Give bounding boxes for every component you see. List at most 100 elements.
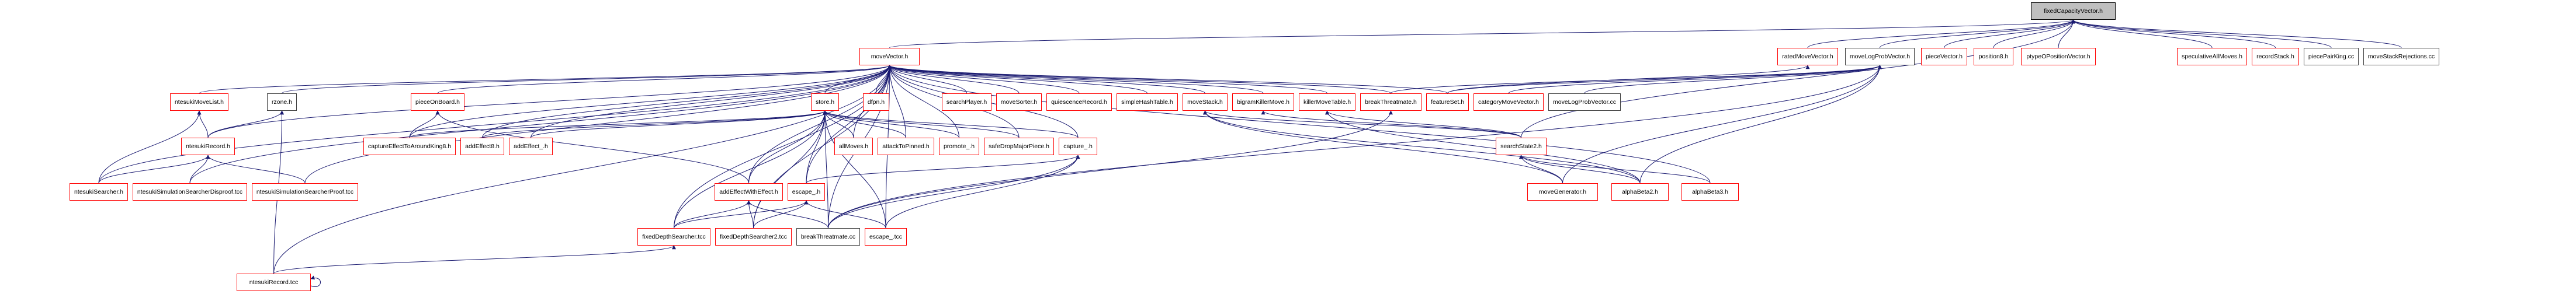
node-safeDropMajorPiece[interactable]: safeDropMajorPiece.h <box>984 138 1054 155</box>
node-recordStack[interactable]: recordStack.h <box>2252 48 2299 65</box>
node-alphaBeta2[interactable]: alphaBeta2.h <box>1611 183 1669 201</box>
edge-alphaBeta2-to-moveStack <box>1203 110 1641 184</box>
edge-searchState2-to-fixedCapacityVector <box>1521 19 2075 138</box>
node-label: simpleHashTable.h <box>1121 99 1173 106</box>
node-ntesukiRecordH[interactable]: ntesukiRecord.h <box>181 138 235 155</box>
node-label: fixedDepthSearcher2.tcc <box>720 233 787 240</box>
node-speculativeAllMoves[interactable]: speculativeAllMoves.h <box>2177 48 2247 65</box>
node-moveGenerator[interactable]: moveGenerator.h <box>1527 183 1598 201</box>
node-label: escape_.h <box>792 188 821 195</box>
node-label: rzone.h <box>271 99 293 106</box>
edge-ntesukiSimDisproof-to-moveVector <box>189 65 892 184</box>
node-rzone[interactable]: rzone.h <box>267 93 297 111</box>
node-escape_Tcc[interactable]: escape_.tcc <box>865 228 907 246</box>
node-fixedDepthSearcher[interactable]: fixedDepthSearcher.tcc <box>637 228 710 246</box>
node-breakThreatmateCc[interactable]: breakThreatmate.cc <box>796 228 860 246</box>
node-killerMoveTable[interactable]: killerMoveTable.h <box>1299 93 1355 111</box>
node-ptypeOPositionVector[interactable]: ptypeOPositionVector.h <box>2021 48 2096 65</box>
node-quiescenceRecord[interactable]: quiescenceRecord.h <box>1046 93 1112 111</box>
node-label: featureSet.h <box>1430 99 1465 106</box>
node-addEffect_[interactable]: addEffect_.h <box>509 138 553 155</box>
edge-moveGenerator-to-moveStack <box>1203 110 1563 184</box>
edge-fixedDepthSearcher-to-addEffectWithEffect <box>674 200 751 229</box>
node-piecePairKing[interactable]: piecePairKing.cc <box>2304 48 2359 65</box>
edge-fixedDepthSearcher2-to-store <box>753 110 827 229</box>
node-ntesukiRecordTcc[interactable]: ntesukiRecord.tcc <box>237 274 311 291</box>
node-allMoves[interactable]: allMoves.h <box>834 138 873 155</box>
node-label: moveGenerator.h <box>1538 188 1587 195</box>
edge-piecePairKing-to-fixedCapacityVector <box>2071 19 2332 48</box>
edge-escape_Tcc-to-escape_H <box>804 200 886 229</box>
node-pieceVector[interactable]: pieceVector.h <box>1921 48 1967 65</box>
node-ntesukiSimProof[interactable]: ntesukiSimulationSearcherProof.tcc <box>252 183 358 201</box>
edge-fixedDepthSearcher-to-moveVector <box>674 65 892 229</box>
node-attackToPinned[interactable]: attackToPinned.h <box>878 138 934 155</box>
node-ratedMoveVector[interactable]: ratedMoveVector.h <box>1777 48 1838 65</box>
edge-captureEffectToAroundKing8-to-store <box>409 110 827 138</box>
edge-moveLogProbVector-to-fixedCapacityVector <box>1880 19 2075 48</box>
node-label: pieceOnBoard.h <box>415 99 460 106</box>
node-ntesukiSimDisproof[interactable]: ntesukiSimulationSearcherDisproof.tcc <box>133 183 247 201</box>
edge-moveVector-to-fixedCapacityVector <box>889 19 2075 48</box>
edge-breakThreatmateH-to-moveLogProbVector <box>1391 65 1882 94</box>
edge-categoryMoveVector-to-moveLogProbVector <box>1508 65 1882 94</box>
node-bigramKillerMove[interactable]: bigramKillerMove.h <box>1232 93 1294 111</box>
edge-escape_H-to-capture_ <box>806 155 1080 184</box>
node-simpleHashTable[interactable]: simpleHashTable.h <box>1117 93 1178 111</box>
node-moveSorter[interactable]: moveSorter.h <box>996 93 1042 111</box>
node-ntesukiSearcher[interactable]: ntesukiSearcher.h <box>70 183 128 201</box>
edge-breakThreatmateCc-to-addEffectWithEffect <box>747 200 828 229</box>
node-addEffectWithEffect[interactable]: addEffectWithEffect.h <box>715 183 783 201</box>
node-breakThreatmateH[interactable]: breakThreatmate.h <box>1360 93 1422 111</box>
node-store[interactable]: store.h <box>811 93 839 111</box>
edge-breakThreatmateH-to-moveVector <box>887 65 1391 94</box>
edge-featureSet-to-moveVector <box>887 65 1448 94</box>
node-alphaBeta3[interactable]: alphaBeta3.h <box>1681 183 1739 201</box>
node-searchState2[interactable]: searchState2.h <box>1496 138 1547 155</box>
node-position8[interactable]: position8.h <box>1974 48 2013 65</box>
node-moveStackRejections[interactable]: moveStackRejections.cc <box>2363 48 2439 65</box>
edge-killerMoveTable-to-moveVector <box>887 65 1327 94</box>
edge-promote_-to-store <box>823 110 959 138</box>
node-moveVector[interactable]: moveVector.h <box>859 48 920 65</box>
node-moveLogProbVectorCc[interactable]: moveLogProbVector.cc <box>1548 93 1621 111</box>
node-captureEffectToAroundKing8[interactable]: captureEffectToAroundKing8.h <box>363 138 456 155</box>
node-dfpn[interactable]: dfpn.h <box>863 93 889 111</box>
node-searchPlayer[interactable]: searchPlayer.h <box>942 93 991 111</box>
edge-moveGenerator-to-moveLogProbVector <box>1562 65 1882 184</box>
edge-addEffect_-to-store <box>531 110 827 138</box>
node-categoryMoveVector[interactable]: categoryMoveVector.h <box>1474 93 1544 111</box>
edge-fixedDepthSearcher2-to-addEffectWithEffect <box>747 200 754 229</box>
node-label: moveStackRejections.cc <box>2367 53 2435 60</box>
node-label: moveVector.h <box>871 53 909 60</box>
node-capture_[interactable]: capture_.h <box>1059 138 1097 155</box>
node-moveLogProbVector[interactable]: moveLogProbVector.h <box>1845 48 1915 65</box>
node-promote_[interactable]: promote_.h <box>939 138 979 155</box>
node-label: attackToPinned.h <box>882 143 930 150</box>
node-escape_H[interactable]: escape_.h <box>788 183 825 201</box>
edge-addEffect8-to-store <box>482 110 827 138</box>
node-label: searchState2.h <box>1500 143 1542 150</box>
node-moveStack[interactable]: moveStack.h <box>1183 93 1228 111</box>
node-pieceOnBoard[interactable]: pieceOnBoard.h <box>411 93 464 111</box>
node-label: alphaBeta3.h <box>1692 188 1728 195</box>
edge-safeDropMajorPiece-to-store <box>823 110 1020 138</box>
edge-breakThreatmateCc-to-capture_ <box>828 155 1080 229</box>
node-label: breakThreatmate.h <box>1365 99 1417 106</box>
edge-searchState2-to-killerMoveTable <box>1325 110 1521 138</box>
edge-quiescenceRecord-to-moveVector <box>887 65 1080 94</box>
edge-alphaBeta3-to-moveVector <box>887 65 1711 184</box>
node-label: addEffectWithEffect.h <box>719 188 778 195</box>
node-label: bigramKillerMove.h <box>1237 99 1289 106</box>
node-addEffect8[interactable]: addEffect8.h <box>460 138 504 155</box>
node-label: piecePairKing.cc <box>2308 53 2355 60</box>
node-fixedDepthSearcher2[interactable]: fixedDepthSearcher2.tcc <box>715 228 792 246</box>
edge-escape_Tcc-to-capture_ <box>885 155 1080 229</box>
node-label: ntesukiSimulationSearcherProof.tcc <box>256 188 354 195</box>
edge-ntesukiRecordH-to-moveVector <box>207 65 892 138</box>
edge-escape_Tcc-to-store <box>823 110 886 229</box>
node-label: addEffect8.h <box>465 143 500 150</box>
node-featureSet[interactable]: featureSet.h <box>1426 93 1469 111</box>
node-ntesukiMoveList[interactable]: ntesukiMoveList.h <box>170 93 228 111</box>
